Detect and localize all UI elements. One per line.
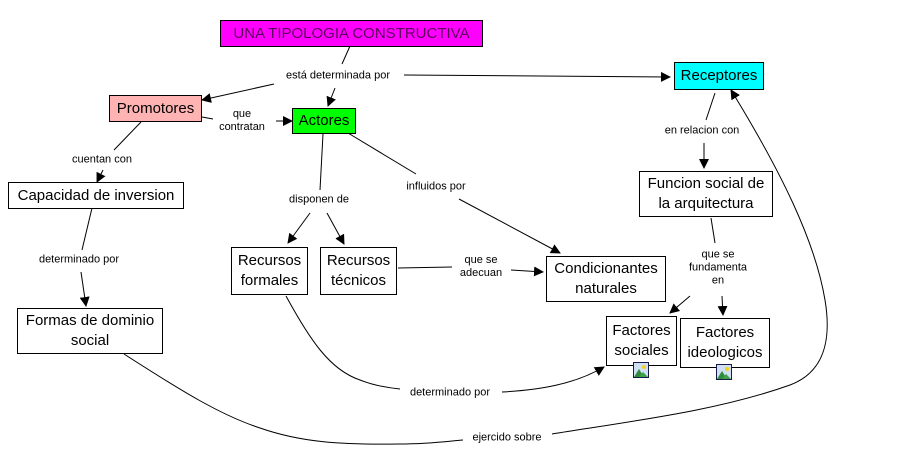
link-que-contratan[interactable]: que contratan bbox=[217, 108, 267, 134]
edge-actores-to-influidos bbox=[347, 132, 417, 175]
edge-receptores-to-relacion bbox=[705, 92, 716, 121]
concept-recursos-tecnicos[interactable]: Recursos técnicos bbox=[320, 247, 397, 295]
link-ejercido-sobre[interactable]: ejercido sobre bbox=[470, 431, 544, 445]
edge-link-to-actores bbox=[326, 87, 336, 107]
edge-disponen-to-formales bbox=[287, 212, 311, 244]
edge-promotores-to-cuentan bbox=[113, 121, 142, 151]
concept-factores-sociales[interactable]: Factores sociales bbox=[606, 316, 677, 366]
landscape-image-icon bbox=[717, 365, 731, 379]
concept-promotores[interactable]: Promotores bbox=[109, 95, 202, 122]
link-determinado-por-capacidad[interactable]: determinado por bbox=[36, 253, 122, 267]
concept-root[interactable]: UNA TIPOLOGIA CONSTRUCTIVA bbox=[220, 20, 483, 47]
link-en-relacion-con[interactable]: en relacion con bbox=[662, 124, 742, 138]
link-disponen-de[interactable]: disponen de bbox=[287, 193, 351, 207]
edge-determinado-to-sociales bbox=[501, 366, 605, 393]
edge-influidos-to-condicionantes bbox=[458, 198, 561, 254]
edge-promotores-to-link bbox=[201, 116, 214, 120]
edge-actores-to-disponen bbox=[319, 133, 324, 191]
link-determinado-por-recursos[interactable]: determinado por bbox=[407, 386, 493, 400]
edge-link-to-receptores bbox=[403, 71, 671, 82]
link-cuentan-con[interactable]: cuentan con bbox=[70, 153, 134, 167]
concept-factores-ideologicos[interactable]: Factores ideologicos bbox=[680, 318, 770, 368]
edge-disponen-to-tecnicos bbox=[326, 212, 345, 245]
edge-funcion-to-fundamenta bbox=[710, 217, 716, 244]
edge-fundamenta-to-ideologicos bbox=[717, 295, 728, 316]
concept-funcion-social[interactable]: Funcion social de la arquitectura bbox=[639, 171, 773, 217]
edge-ejercido-to-receptores bbox=[551, 89, 828, 435]
link-que-se-adecuan[interactable]: que se adecuan bbox=[457, 254, 505, 280]
edge-cuentan-to-capacidad bbox=[96, 169, 106, 183]
edge-root-to-link bbox=[341, 45, 351, 65]
edge-link-to-promotores bbox=[201, 83, 275, 103]
edge-adecuan-to-condicionantes bbox=[510, 266, 544, 277]
concept-capacidad-de-inversion[interactable]: Capacidad de inversion bbox=[8, 182, 184, 209]
link-esta-determinada-por[interactable]: está determinada por bbox=[284, 69, 392, 83]
edge-capacidad-to-link bbox=[81, 207, 93, 251]
edge-tecnicos-to-adecuan bbox=[397, 266, 453, 269]
edge-link-to-formas bbox=[79, 271, 90, 307]
concept-condicionantes-naturales[interactable]: Condicionantes naturales bbox=[546, 256, 666, 302]
link-que-se-fundamenta-en[interactable]: que se fundamenta en bbox=[686, 248, 750, 288]
edge-formas-to-ejercido bbox=[123, 353, 464, 445]
concept-actores[interactable]: Actores bbox=[292, 108, 356, 134]
concept-recursos-formales[interactable]: Recursos formales bbox=[231, 247, 308, 295]
edge-formales-to-determinado bbox=[285, 295, 401, 390]
image-resource-icon[interactable] bbox=[716, 364, 732, 380]
landscape-image-icon bbox=[634, 363, 648, 377]
edge-fundamenta-to-sociales bbox=[669, 295, 691, 314]
concept-formas-de-dominio-social[interactable]: Formas de dominio social bbox=[17, 308, 163, 354]
concept-receptores[interactable]: Receptores bbox=[674, 62, 764, 90]
link-influidos-por[interactable]: influidos por bbox=[404, 180, 468, 194]
image-resource-icon[interactable] bbox=[633, 362, 649, 378]
